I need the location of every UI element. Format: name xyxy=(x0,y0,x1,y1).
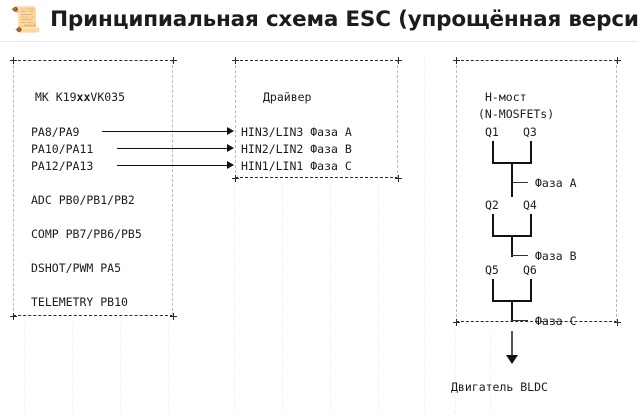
box-corner xyxy=(452,56,460,64)
box-edge-right xyxy=(397,60,398,178)
mcu-title: МК K19xxVK035 xyxy=(35,90,125,104)
box-corner xyxy=(169,56,177,64)
box-corner xyxy=(452,318,460,326)
box-corner xyxy=(9,312,17,320)
box-edge-top xyxy=(235,60,398,61)
mosfet-wire-q3 xyxy=(530,141,532,163)
ghost-guide-line xyxy=(378,183,379,413)
box-edge-bottom xyxy=(13,315,173,316)
block-mcu xyxy=(9,56,177,320)
box-corner xyxy=(394,56,402,64)
ghost-guide-line xyxy=(72,323,73,413)
phase-tap-a xyxy=(511,182,528,183)
box-edge-left xyxy=(235,60,236,178)
box-corner xyxy=(9,56,17,64)
ghost-guide-line xyxy=(490,331,491,413)
page-header: 📜 Принципиальная схема ESC (упрощённая в… xyxy=(0,0,638,41)
signal-line-phase-b xyxy=(117,148,228,149)
mcu-title-variant: xx xyxy=(76,90,91,104)
ghost-guide-line xyxy=(330,183,331,413)
mosfet-wire-q2 xyxy=(492,214,494,236)
mcu-pin-comp: COMP PB7/PB6/PB5 xyxy=(31,227,142,241)
motor-output-label: Двигатель BLDC xyxy=(451,380,548,394)
mosfet-wire-q5 xyxy=(492,279,494,301)
box-edge-right xyxy=(616,60,617,322)
hbridge-subtitle: (N-MOSFETs) xyxy=(478,107,555,121)
scroll-document-icon: 📜 xyxy=(10,6,42,34)
motor-output-arrowhead xyxy=(506,355,518,364)
mosfet-wire-q4 xyxy=(530,214,532,236)
mcu-pin-pa12-pa13: PA12/PA13 xyxy=(31,159,94,173)
ghost-guide-line xyxy=(282,183,283,413)
driver-title: Драйвер xyxy=(263,90,312,104)
ghost-guide-line xyxy=(234,183,235,413)
box-edge-left xyxy=(456,60,457,322)
driver-input-hin2: HIN2/LIN2 Фаза B xyxy=(241,142,352,156)
phase-drop-b xyxy=(511,235,513,257)
box-edge-left xyxy=(13,60,14,316)
box-corner xyxy=(231,56,239,64)
box-edge-right xyxy=(172,60,173,316)
header-divider xyxy=(0,41,638,42)
box-corner xyxy=(613,56,621,64)
phase-tap-b xyxy=(511,255,528,256)
ghost-guide-line xyxy=(168,323,169,413)
box-corner xyxy=(613,318,621,326)
phase-drop-c xyxy=(511,300,513,322)
ghost-guide-line xyxy=(120,323,121,413)
mcu-pin-pa8-pa9: PA8/PA9 xyxy=(31,125,80,139)
signal-line-phase-c xyxy=(117,165,228,166)
esc-block-diagram: МК K19xxVK035 PA8/PA9 PA10/PA11 PA12/PA1… xyxy=(0,41,638,417)
mcu-pin-adc: ADC PB0/PB1/PB2 xyxy=(31,193,135,207)
mosfet-wire-q6 xyxy=(530,279,532,301)
phase-tap-c xyxy=(511,320,528,321)
ghost-guide-line xyxy=(455,331,456,413)
mosfet-wire-q1 xyxy=(492,141,494,163)
mosfet-label-q1: Q1 xyxy=(485,125,499,139)
block-driver xyxy=(231,56,402,182)
box-corner xyxy=(231,174,239,182)
signal-arrowhead-phase-b xyxy=(227,144,234,152)
header-title-group: 📜 Принципиальная схема ESC (упрощённая в… xyxy=(10,5,638,35)
signal-arrowhead-phase-a xyxy=(227,127,234,135)
ghost-guide-line xyxy=(24,323,25,413)
mcu-pin-telemetry: TELEMETRY PB10 xyxy=(31,295,128,309)
phase-label-b: Фаза B xyxy=(535,249,577,263)
box-edge-bottom xyxy=(456,321,617,322)
box-corner xyxy=(169,312,177,320)
mosfet-label-q3: Q3 xyxy=(523,125,537,139)
phase-label-c: Фаза C xyxy=(535,314,577,328)
block-hbridge xyxy=(452,56,621,326)
mosfet-label-q5: Q5 xyxy=(485,263,499,277)
mcu-title-suffix: VK035 xyxy=(90,90,126,104)
phase-drop-a-cont xyxy=(511,182,513,197)
box-edge-bottom xyxy=(235,177,398,178)
page-title: Принципиальная схема ESC (упрощённая вер… xyxy=(50,7,638,32)
phase-label-a: Фаза A xyxy=(535,176,577,190)
mcu-pin-pa10-pa11: PA10/PA11 xyxy=(31,142,94,156)
box-corner xyxy=(394,174,402,182)
mcu-pin-dshot-pwm: DSHOT/PWM PA5 xyxy=(31,261,122,275)
box-edge-top xyxy=(456,60,617,61)
motor-output-stem xyxy=(511,331,513,356)
mosfet-label-q2: Q2 xyxy=(485,198,499,212)
ghost-guide-line xyxy=(424,57,425,413)
mosfet-label-q6: Q6 xyxy=(523,263,537,277)
mcu-title-prefix: МК K19 xyxy=(35,90,77,104)
driver-input-hin3: HIN3/LIN3 Фаза A xyxy=(241,125,352,139)
driver-input-hin1: HIN1/LIN1 Фаза C xyxy=(241,159,352,173)
mosfet-label-q4: Q4 xyxy=(523,198,537,212)
signal-line-phase-a xyxy=(102,131,228,132)
hbridge-title: Н-мост xyxy=(485,90,527,104)
box-edge-top xyxy=(13,60,173,61)
signal-arrowhead-phase-c xyxy=(227,161,234,169)
phase-drop-a xyxy=(511,162,513,184)
